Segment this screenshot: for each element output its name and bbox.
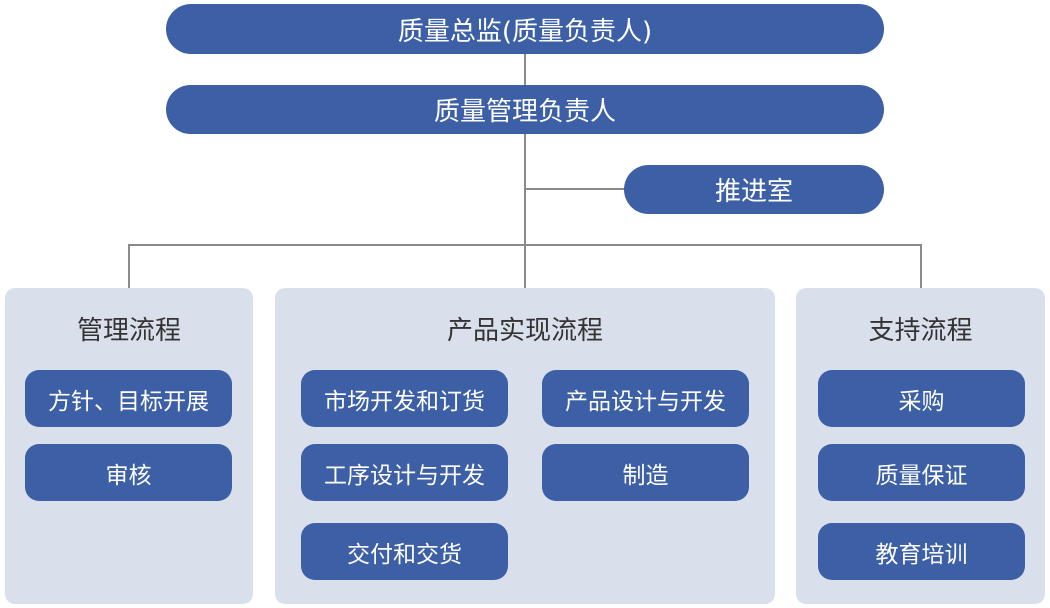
education-training-box: 教育培训 [818, 523, 1025, 580]
delivery-box: 交付和交货 [301, 523, 508, 580]
management-process-title: 管理流程 [76, 316, 181, 346]
procurement-box: 采购 [818, 370, 1025, 427]
product-realization-title: 产品实现流程 [446, 316, 603, 346]
process-design-box: 工序设计与开发 [301, 444, 508, 501]
manufacturing-box: 制造 [542, 444, 749, 501]
connector-manager-to-branches [524, 134, 526, 246]
connector-to-promotion-office [525, 188, 625, 190]
audit-box: 审核 [25, 444, 232, 501]
product-design-box: 产品设计与开发 [542, 370, 749, 427]
connector-director-to-manager [524, 54, 526, 85]
connector-to-support-panel [920, 244, 922, 288]
support-process-title: 支持流程 [868, 316, 973, 346]
connector-to-product-panel [524, 244, 526, 288]
quality-director-box: 质量总监(质量负责人) [166, 4, 884, 54]
policy-objectives-box: 方针、目标开展 [25, 370, 232, 427]
promotion-office-box: 推进室 [624, 165, 884, 214]
quality-manager-box: 质量管理负责人 [166, 85, 884, 134]
connector-to-management-panel [128, 244, 130, 288]
quality-assurance-box: 质量保证 [818, 444, 1025, 501]
market-development-box: 市场开发和订货 [301, 370, 508, 427]
